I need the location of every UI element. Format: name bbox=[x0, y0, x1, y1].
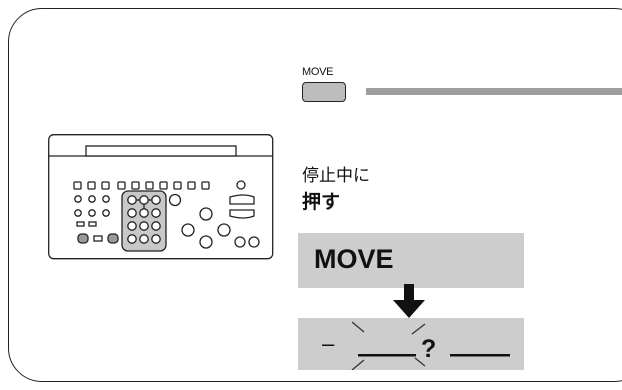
remote-control-icon bbox=[48, 134, 274, 260]
move-button[interactable] bbox=[302, 82, 346, 102]
display-after-graphic: – ? bbox=[322, 321, 510, 370]
display-after-question: ? bbox=[421, 335, 436, 363]
display-after: – ? bbox=[298, 318, 524, 370]
instruction-line-2: 押す bbox=[302, 192, 341, 213]
panel-frame bbox=[8, 8, 622, 382]
move-button-caption: MOVE bbox=[302, 66, 334, 78]
blink-marks-icon bbox=[351, 321, 426, 370]
display-before: MOVE bbox=[298, 233, 524, 288]
display-after-prefix: – bbox=[322, 331, 335, 356]
move-indicator-bar bbox=[366, 88, 622, 95]
down-arrow-icon bbox=[393, 284, 425, 318]
display-before-text: MOVE bbox=[314, 244, 394, 274]
instruction-line-1: 停止中に bbox=[302, 166, 370, 185]
